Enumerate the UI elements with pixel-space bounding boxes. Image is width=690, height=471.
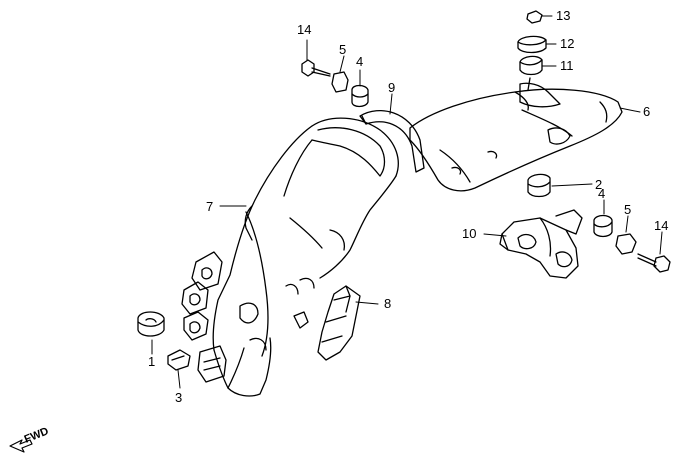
- callout-10: 10: [462, 226, 476, 241]
- callout-1: 1: [148, 354, 155, 369]
- callout-5-upper: 5: [339, 42, 346, 57]
- callout-6: 6: [643, 104, 650, 119]
- callout-13: 13: [556, 8, 570, 23]
- bushing-part-4-right: [593, 214, 613, 238]
- fwd-label: FWD: [23, 425, 51, 446]
- callout-14-upper: 14: [297, 22, 311, 37]
- grommet-part-1: [137, 311, 165, 337]
- callout-11: 11: [560, 58, 574, 73]
- callout-4-right: 4: [598, 186, 605, 201]
- band-part-9: [359, 109, 425, 173]
- nut-part-13: [526, 10, 543, 24]
- callout-2: 2: [595, 177, 602, 192]
- callout-14-right: 14: [654, 218, 668, 233]
- callout-numbers: 14 5 4 9 13 12 11 6 2 4 5 14 10 7 8 1 3 …: [23, 8, 669, 446]
- callout-5-right: 5: [624, 202, 631, 217]
- bolt-part-14-upper: [301, 59, 331, 77]
- bracket-plate-part-8: [317, 285, 361, 361]
- callout-4-upper: 4: [356, 54, 363, 69]
- leader-lines: [151, 15, 663, 389]
- callout-8: 8: [384, 296, 391, 311]
- bracket-part-10: [499, 209, 583, 279]
- cap-part-12: [517, 35, 547, 54]
- bushing-part-2: [527, 173, 551, 198]
- callout-9: 9: [388, 80, 395, 95]
- callout-12: 12: [560, 36, 574, 51]
- callout-7: 7: [206, 199, 213, 214]
- bushing-part-4-upper: [351, 84, 369, 108]
- collar-part-5-upper: [331, 71, 349, 93]
- rear-fender-lower-part-7: [181, 117, 399, 397]
- callout-3: 3: [175, 390, 182, 405]
- bolt-part-14-right: [637, 253, 671, 273]
- grommet-part-11: [519, 55, 543, 91]
- fwd-arrow-icon: [9, 439, 33, 453]
- collar-part-5-right: [615, 233, 637, 255]
- rear-fender-upper-part-6: [409, 82, 623, 192]
- clip-part-3: [167, 349, 191, 371]
